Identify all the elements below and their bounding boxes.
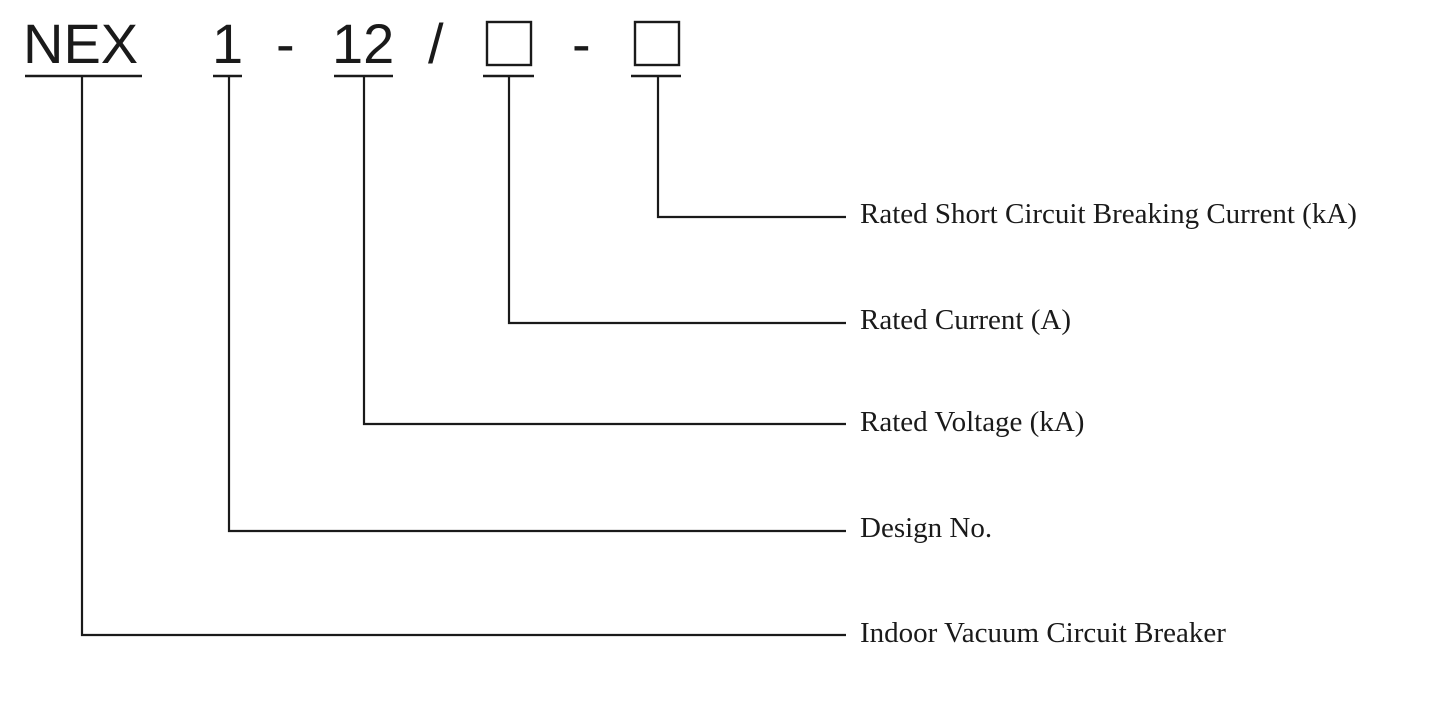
leader-rated-current	[507, 76, 846, 325]
label-rated-current: Rated Current (A)	[860, 304, 1071, 336]
code-design-no: 1	[212, 12, 243, 75]
label-design-no: Design No.	[860, 512, 992, 544]
code-separator-1: -	[276, 12, 295, 75]
leader-breaking-current	[656, 76, 846, 219]
leader-rated-voltage	[362, 76, 846, 426]
placeholder-box-breaking	[633, 20, 681, 67]
code-separator-2: /	[428, 12, 444, 75]
label-product-type: Indoor Vacuum Circuit Breaker	[860, 617, 1226, 649]
placeholder-box-current	[485, 20, 533, 67]
leader-design-no	[227, 76, 846, 533]
code-voltage: 12	[332, 12, 394, 75]
leader-product-type	[80, 76, 846, 637]
code-separator-3: -	[572, 12, 591, 75]
label-rated-voltage: Rated Voltage (kA)	[860, 406, 1084, 438]
code-series: NEX	[23, 12, 138, 75]
label-breaking-current: Rated Short Circuit Breaking Current (kA…	[860, 198, 1357, 230]
